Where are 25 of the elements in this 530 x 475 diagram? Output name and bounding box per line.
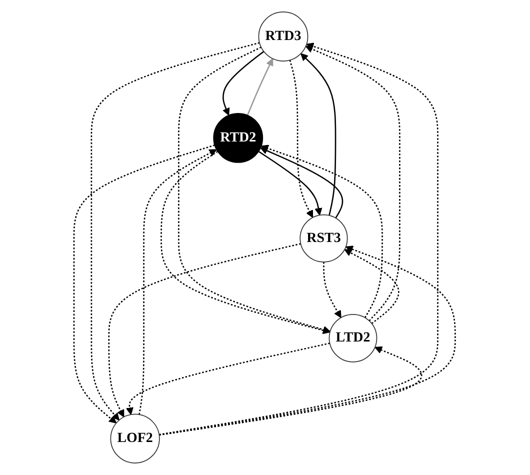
arrow [108, 243, 302, 418]
arrow [159, 42, 439, 436]
arrow [74, 144, 216, 424]
arrow [344, 249, 400, 324]
arrow [91, 42, 260, 420]
node-circle: RST3 [300, 214, 348, 262]
arrow [161, 150, 331, 334]
arrow [126, 342, 330, 415]
arrow [290, 60, 314, 218]
node-circle: LOF2 [110, 414, 160, 464]
node-circle: RTD3 [258, 12, 309, 62]
arrow [159, 246, 456, 436]
arrow [178, 46, 331, 334]
arrow [261, 144, 384, 318]
arrow [222, 50, 265, 116]
arrow [138, 149, 218, 415]
node-circle: RTD2 [214, 112, 264, 163]
arrow [247, 58, 274, 116]
arrow [300, 53, 337, 216]
node-circle: LTD2 [329, 314, 378, 362]
arrow [258, 150, 323, 216]
arrow [159, 346, 422, 436]
arrow [306, 46, 401, 322]
arrow [323, 262, 342, 318]
arrow [260, 147, 344, 218]
